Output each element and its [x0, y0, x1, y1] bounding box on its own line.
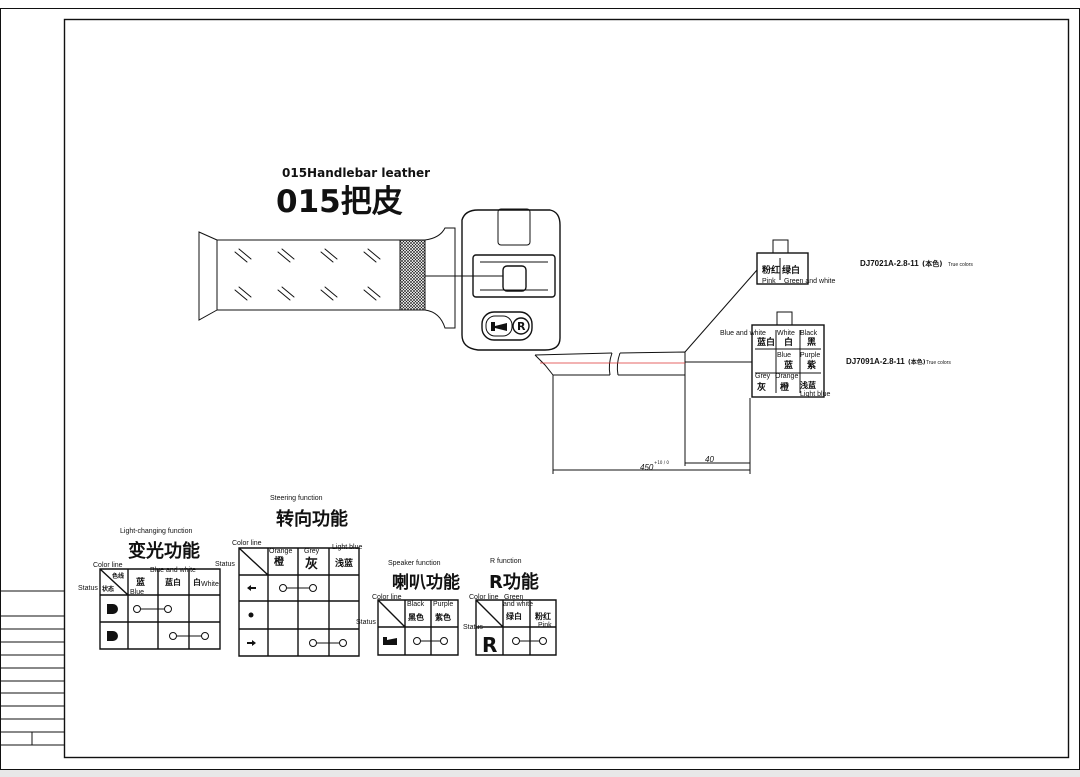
label: True colors: [948, 262, 973, 268]
label: Black: [407, 601, 425, 608]
r-function-table: R function R功能 Color line Status 绿白 粉红 G…: [463, 558, 557, 657]
label: Status: [356, 619, 376, 626]
label: Status: [78, 585, 98, 592]
reverse-label: R: [517, 320, 526, 333]
label: Blue: [777, 352, 791, 359]
label: White: [777, 330, 795, 337]
label: 状态: [102, 585, 114, 593]
high-beam-icon: [107, 604, 118, 614]
label: Blue and white: [150, 567, 196, 574]
horn-icon: [491, 322, 507, 331]
label: Purple: [433, 601, 453, 608]
label: 转向功能: [276, 508, 348, 530]
label: Black: [800, 330, 818, 337]
dot-icon: [248, 612, 254, 618]
label: 黑: [807, 337, 816, 348]
mode-button[interactable]: [497, 208, 531, 246]
drawing-frame: [63, 18, 1070, 759]
label: Color line: [469, 594, 499, 601]
label: 蓝白: [165, 577, 181, 587]
right-arrow-icon: [247, 640, 256, 646]
label: 黑色: [408, 612, 424, 622]
label: Steering function: [270, 495, 323, 502]
dimension-tolerance: +10 / 0: [654, 460, 669, 465]
label: Color line: [232, 540, 262, 547]
label: Speaker function: [388, 560, 441, 567]
label: Color line: [93, 562, 123, 569]
label: Grey: [755, 373, 771, 380]
label: True colors: [926, 360, 951, 366]
label: 浅蓝: [800, 380, 816, 390]
label: 蓝: [784, 359, 793, 371]
dimension-length: 450: [640, 463, 654, 472]
label: 灰: [305, 556, 318, 572]
label: 白: [193, 577, 201, 587]
label: Blue and white: [720, 330, 766, 337]
left-arrow-icon: [247, 585, 256, 591]
label: Light-changing function: [120, 528, 192, 535]
reverse-symbol: R: [482, 633, 497, 657]
title-block-strip: [0, 590, 64, 746]
light-changing-table: Light-changing function 变光功能 Color line …: [78, 528, 221, 650]
label: Status: [215, 561, 235, 568]
product-title-en: 015Handlebar leather: [282, 166, 430, 180]
label: Green: [504, 594, 524, 601]
turn-signal-toggle[interactable]: [502, 265, 527, 292]
label: 色线: [112, 572, 124, 580]
label: Light blue: [800, 391, 830, 398]
label: White: [201, 581, 219, 588]
label: 蓝: [136, 576, 145, 588]
label: 紫色: [435, 612, 451, 622]
handlebar-grip: [198, 227, 456, 329]
label: Color line: [372, 594, 402, 601]
speaker-table: Speaker function 喇叭功能 Color line Status …: [356, 560, 460, 656]
label: (本色): [922, 259, 942, 268]
label: Pink: [762, 278, 776, 285]
horn-button[interactable]: [485, 315, 513, 337]
label: 橙: [274, 555, 285, 568]
label: 浅蓝: [335, 557, 353, 569]
connector-dj7021a: 粉红 绿白 Pink Green and white DJ7021A-2.8-1…: [756, 239, 973, 285]
connector-model: DJ7091A-2.8-11: [846, 357, 905, 366]
label: Light blue: [332, 544, 362, 551]
reverse-button[interactable]: [512, 317, 530, 335]
label: Pink: [538, 622, 552, 629]
label: 蓝白: [757, 336, 775, 348]
label: 橙: [780, 381, 790, 393]
steering-table: Steering function 转向功能 Color line Status…: [215, 495, 362, 657]
label: 紫: [807, 359, 816, 371]
label: 绿白: [506, 611, 522, 621]
label: R功能: [489, 571, 539, 593]
label: Green and white: [784, 278, 835, 285]
connector-dj7091a: 蓝白 白 黑 蓝 紫 灰 橙 浅蓝 Blue and white White B…: [720, 311, 951, 398]
label: 灰: [757, 381, 766, 393]
label: Status: [463, 624, 483, 631]
label: 白: [784, 336, 793, 348]
label: and white: [503, 601, 533, 608]
horn-icon: [383, 637, 397, 645]
bottom-band: [0, 770, 1080, 777]
cable: [534, 269, 758, 376]
label: R function: [490, 558, 522, 565]
low-beam-icon: [107, 631, 118, 641]
label: 粉红: [535, 611, 551, 621]
label: Orange: [269, 548, 292, 555]
product-title-cn: 015把皮: [276, 184, 403, 220]
label: 绿白: [782, 264, 800, 276]
label: 变光功能: [128, 540, 200, 562]
dimension-lines: [552, 375, 751, 474]
label: Blue: [130, 589, 144, 596]
dimension-strip: 40: [705, 455, 714, 464]
label: Grey: [304, 548, 320, 555]
label: 粉红: [762, 264, 780, 276]
label: (本色): [908, 358, 926, 366]
connector-model: DJ7021A-2.8-11: [860, 259, 919, 268]
label: Orange: [775, 373, 798, 380]
label: 喇叭功能: [392, 572, 460, 593]
label: Purple: [800, 352, 820, 359]
switch-housing: R: [425, 208, 561, 351]
